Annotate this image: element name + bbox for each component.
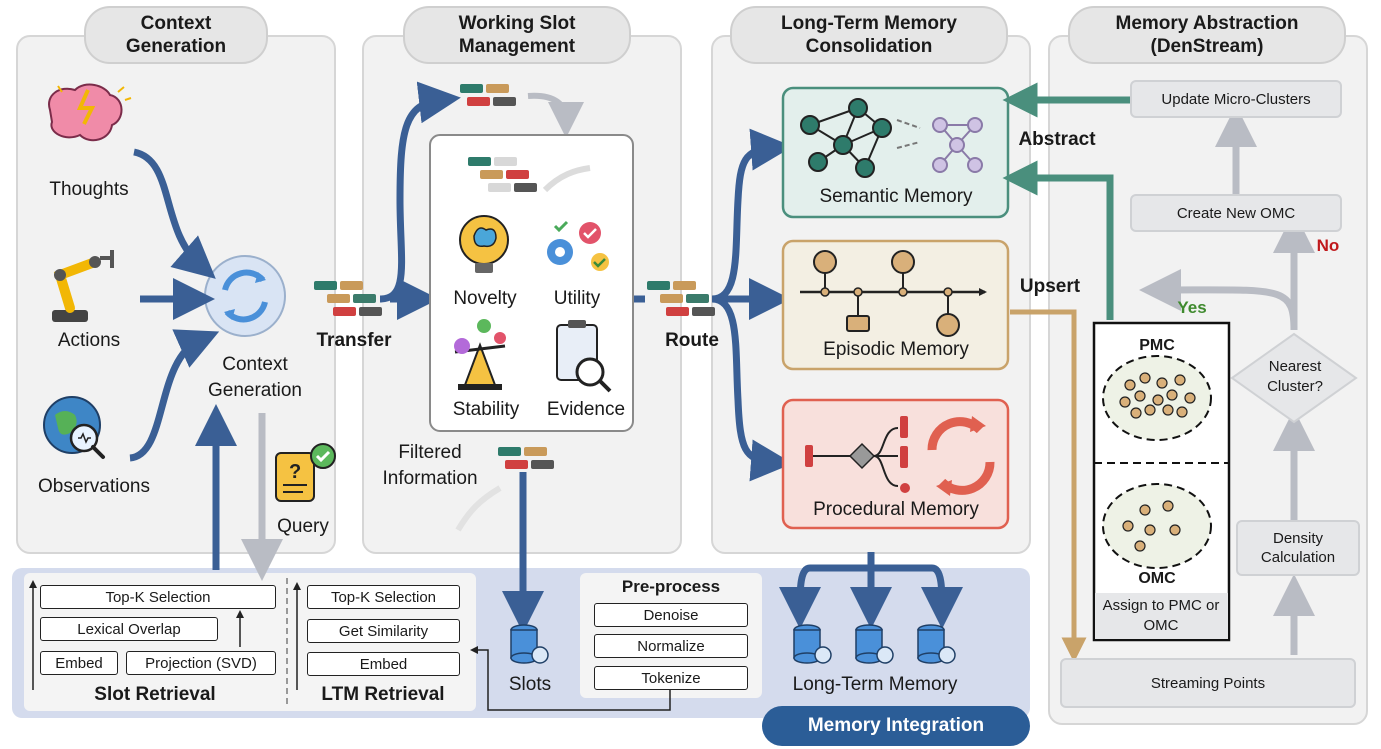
slots-label: Slots [508, 674, 552, 695]
assign-label: Assign to PMC or OMC [1102, 597, 1220, 634]
pmc-label: PMC [1139, 337, 1175, 354]
timeline-icon [800, 250, 987, 337]
working-panel-title: Working Slot Management [403, 6, 631, 64]
transfer-slots [314, 281, 382, 316]
normalize-box: Normalize [594, 634, 748, 658]
episodic-memory-box [781, 239, 1010, 371]
preprocess-label: Pre-process [621, 577, 721, 596]
procedural-memory-label: Procedural Memory [813, 499, 979, 520]
no-label: No [1316, 236, 1340, 255]
query-label: Query [277, 516, 329, 537]
semantic-memory-box [781, 86, 1010, 219]
brain-icon [48, 83, 132, 142]
ltm-embed-box: Embed [307, 652, 460, 676]
slots-db-icon [510, 624, 549, 664]
ltm-db-icon-3 [917, 624, 956, 664]
memory-integration-tab: Memory Integration [762, 706, 1030, 746]
evidence-icon [556, 320, 612, 393]
denoise-box: Denoise [594, 603, 748, 627]
filtered-information-label: Filtered Information [382, 442, 478, 489]
ltm-retrieval-label: LTM Retrieval [321, 684, 445, 705]
stability-icon [454, 319, 506, 390]
pmc-points [1119, 372, 1196, 419]
evidence-label: Evidence [546, 399, 626, 420]
route-slots [647, 281, 715, 316]
get-similarity-box: Get Similarity [307, 619, 460, 643]
transfer-label: Transfer [316, 330, 392, 351]
incoming-slots [460, 84, 516, 106]
observations-label: Observations [38, 476, 150, 497]
update-micro-clusters-box: Update Micro-Clusters [1130, 80, 1342, 118]
tokenize-box: Tokenize [594, 666, 748, 690]
route-label: Route [665, 330, 719, 351]
procedural-memory-box [781, 398, 1010, 530]
globe-icon [43, 396, 105, 459]
slot-topk-box: Top-K Selection [40, 585, 276, 609]
actions-label: Actions [57, 330, 121, 351]
thoughts-label: Thoughts [49, 179, 129, 200]
ltm-db-icon-1 [793, 624, 832, 664]
novelty-icon [459, 215, 509, 273]
ltm-panel-title: Long-Term Memory Consolidation [730, 6, 1008, 64]
ltm-db-icon-2 [855, 624, 894, 664]
projection-box: Projection (SVD) [126, 651, 276, 675]
robot-arm-icon [52, 250, 114, 322]
abstraction-panel-title: Memory Abstraction (DenStream) [1068, 6, 1346, 64]
utility-label: Utility [553, 288, 601, 309]
query-icon: ? [275, 443, 336, 502]
graph-icon [800, 98, 892, 178]
yes-label: Yes [1177, 298, 1207, 317]
nearest-cluster-label: Nearest Cluster? [1267, 358, 1323, 395]
context-hub-label: Context Generation [207, 354, 302, 401]
abstract-graph-icon [932, 117, 983, 173]
ltm-topk-box: Top-K Selection [307, 585, 460, 609]
flow-icon [805, 416, 910, 493]
density-calculation-box: Density Calculation [1236, 520, 1360, 576]
nearest-cluster-diamond [1230, 332, 1358, 424]
episodic-memory-label: Episodic Memory [823, 339, 969, 360]
streaming-points-box: Streaming Points [1060, 658, 1356, 708]
omc-label: OMC [1138, 570, 1176, 587]
cycle-icon [927, 416, 995, 496]
card-slots [468, 157, 537, 192]
semantic-memory-label: Semantic Memory [819, 186, 973, 207]
abstract-label: Abstract [1018, 129, 1096, 150]
utility-icon [547, 220, 609, 271]
stability-label: Stability [452, 399, 520, 420]
context-panel-title: Context Generation [84, 6, 268, 64]
novelty-label: Novelty [453, 288, 517, 309]
lexical-overlap-box: Lexical Overlap [40, 617, 218, 641]
slot-retrieval-label: Slot Retrieval [94, 684, 216, 705]
long-term-memory-label: Long-Term Memory [792, 674, 958, 695]
context-hub-icon [204, 255, 286, 337]
filtered-slots [498, 447, 554, 469]
create-new-omc-box: Create New OMC [1130, 194, 1342, 232]
omc-points [1122, 500, 1181, 552]
embed-box: Embed [40, 651, 118, 675]
upsert-label: Upsert [1019, 276, 1081, 297]
svg-text:?: ? [289, 461, 301, 483]
